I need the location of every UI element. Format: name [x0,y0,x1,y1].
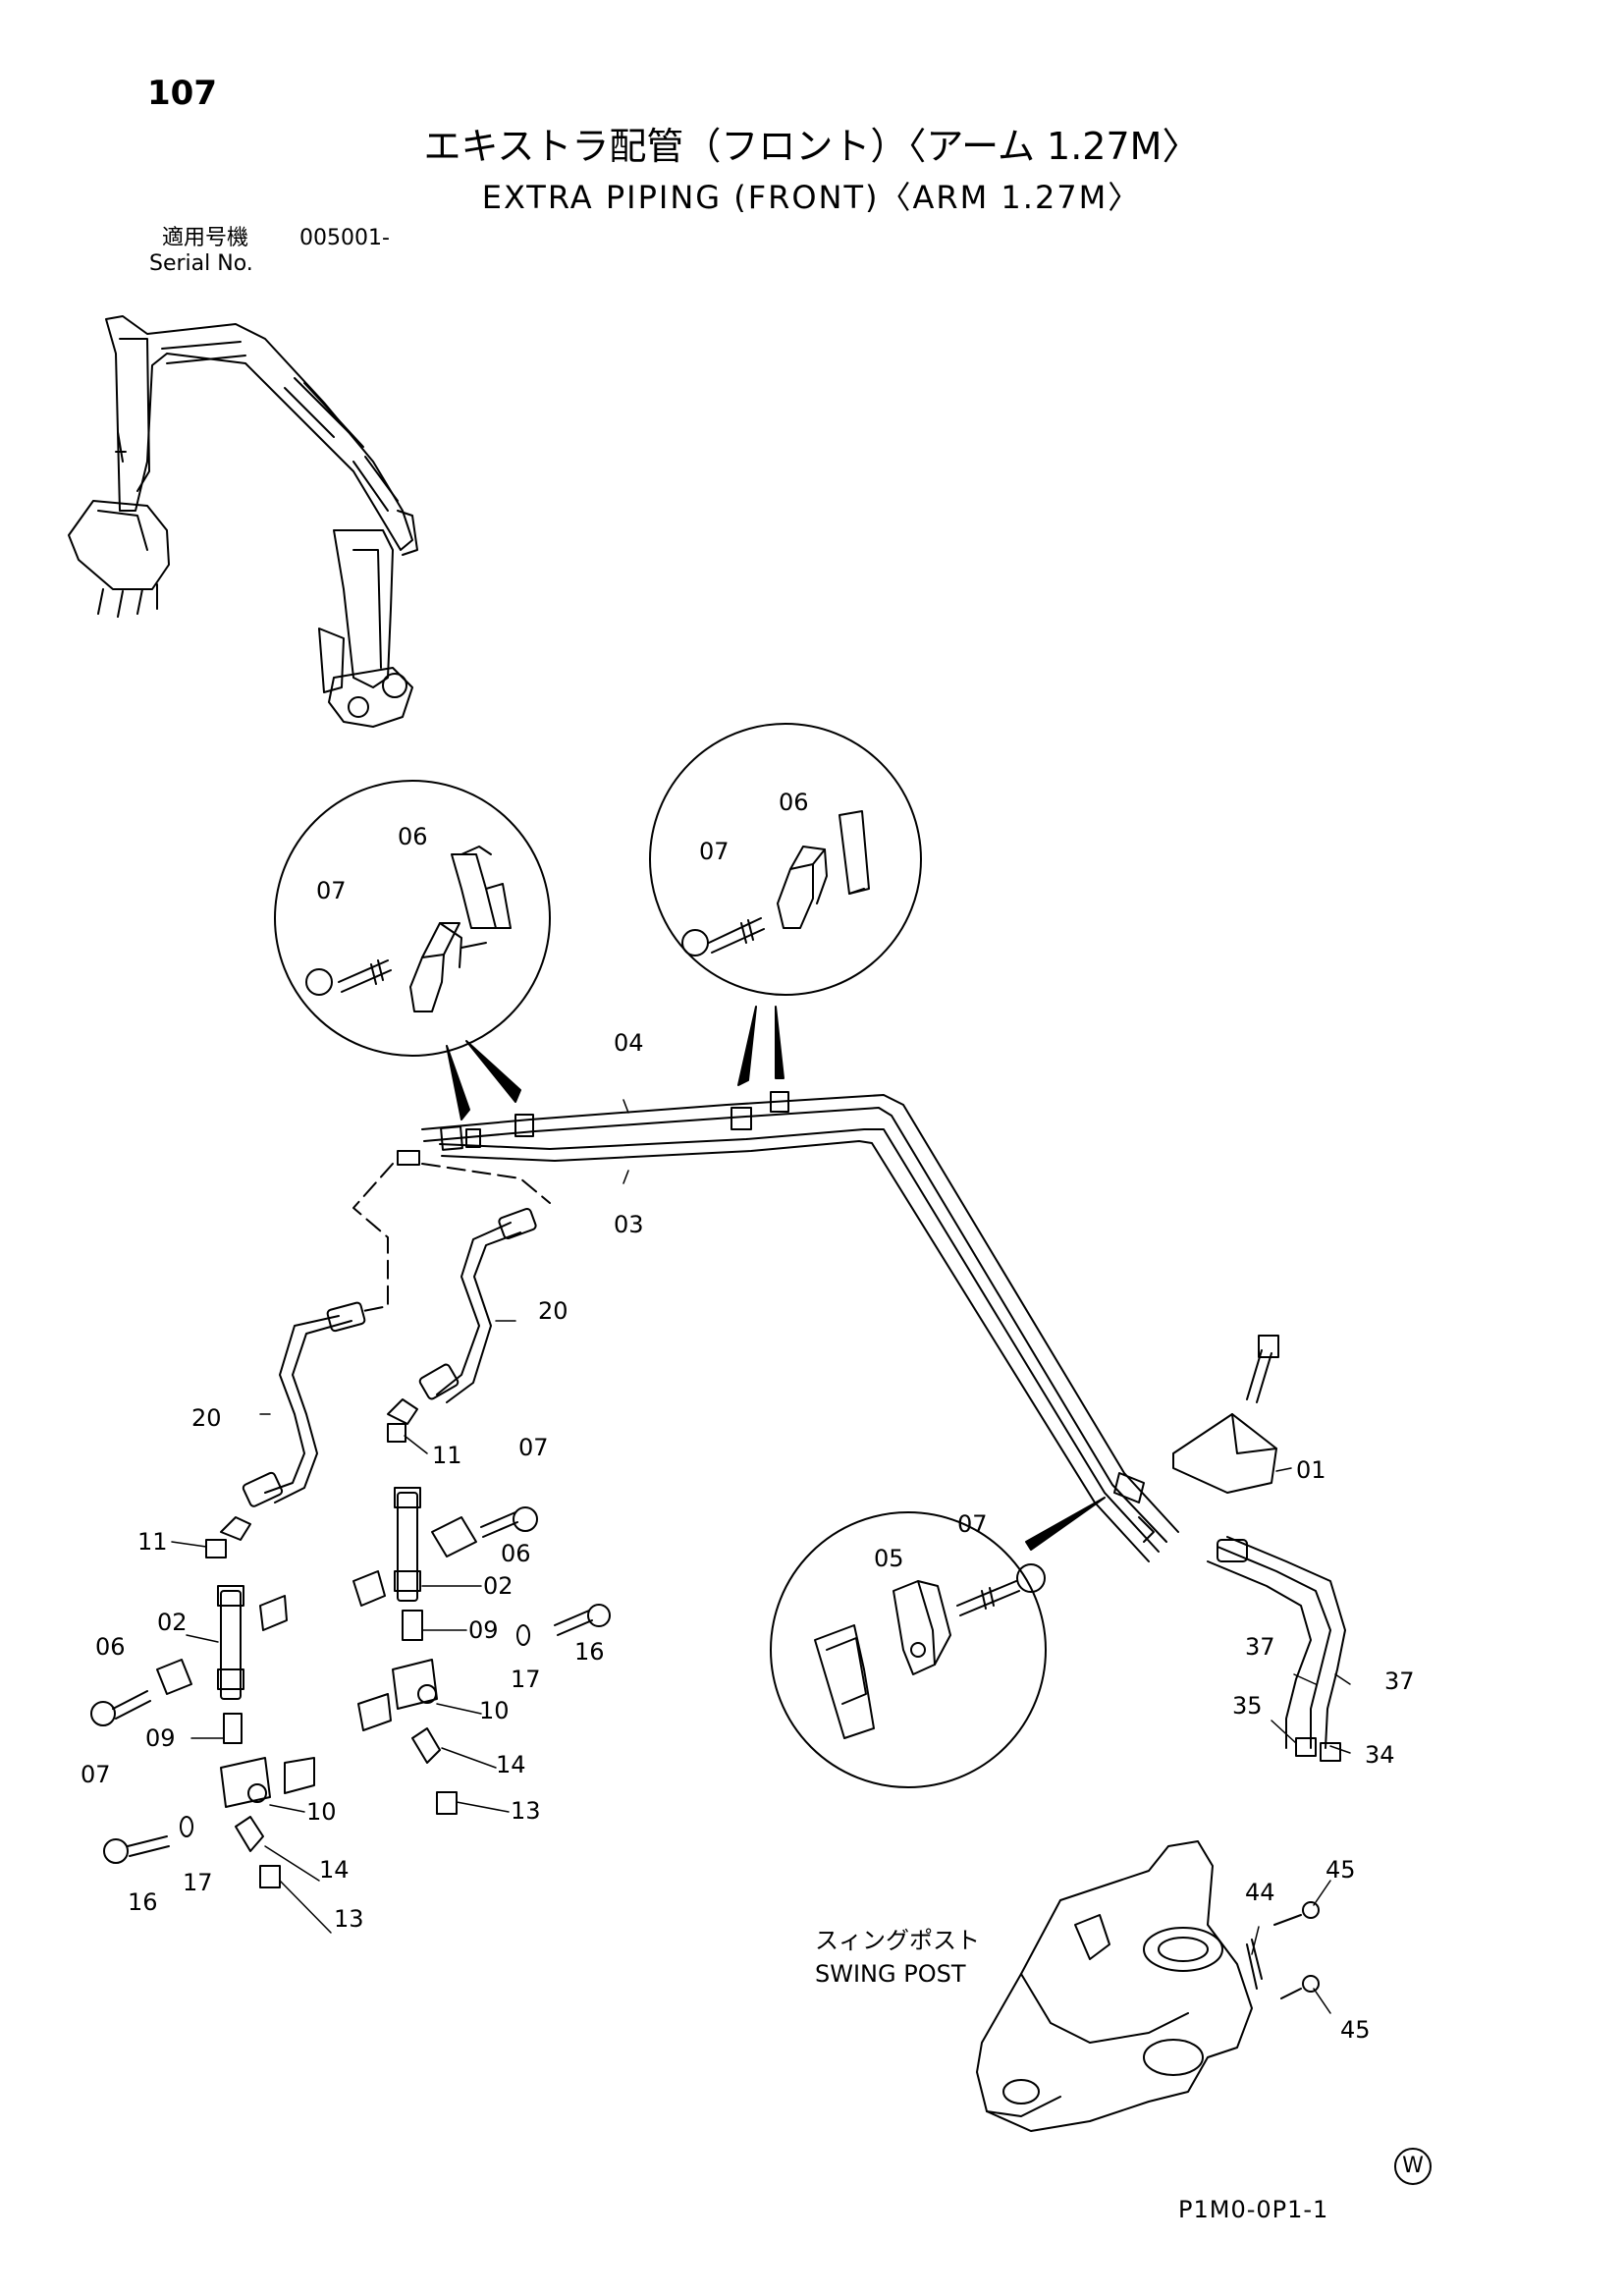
extra-piping-lines [397,1091,1179,1562]
hose-20-right [387,1207,537,1443]
callout-07-left: 07 [81,1761,111,1788]
page-title-english: EXTRA PIPING (FRONT)〈ARM 1.27M〉 [481,179,1142,216]
swing-post-label-japanese: スィングポスト [815,1927,980,1954]
hose-20-left [205,1301,366,1558]
w-mark-badge: W [1394,2148,1432,2185]
callout-35: 35 [1232,1692,1263,1720]
detail-circle-clamp-right [649,723,922,996]
callout-17-left: 17 [183,1869,213,1896]
callout-11-left: 11 [137,1528,168,1556]
callout-09-left: 09 [145,1724,176,1752]
detail-circle-clamp-bottom [770,1511,1047,1788]
callout-37-left: 37 [1245,1633,1275,1661]
callout-11-right: 11 [432,1442,462,1469]
detail-pointers [446,1006,1106,1551]
callout-34: 34 [1365,1741,1395,1769]
callout-07-right: 07 [518,1434,549,1461]
callout-04: 04 [614,1029,644,1057]
callout-09-right: 09 [468,1616,499,1644]
serial-label-english: Serial No. [149,251,253,276]
callout-06-left: 06 [95,1633,126,1661]
fitting-assembly-right [352,1487,611,1815]
callout-37-right: 37 [1384,1667,1415,1695]
callout-14-right: 14 [496,1751,526,1778]
detail-circle-clamp-left [274,780,551,1057]
callout-13-left: 13 [334,1905,364,1933]
callout-07-circle-right: 07 [699,838,730,865]
callout-17-right: 17 [511,1666,541,1693]
callout-13-right: 13 [511,1797,541,1825]
callout-06-right: 06 [501,1540,531,1567]
callout-45-top: 45 [1325,1856,1356,1884]
fitting-assembly-left [90,1585,315,1888]
callout-05: 05 [874,1545,904,1572]
connection-dashed-lines [352,1163,551,1312]
swing-post-illustration [976,1840,1320,2132]
callout-06-circle-left: 06 [398,823,428,850]
callout-10-left: 10 [306,1798,337,1826]
callout-20-right: 20 [538,1297,568,1325]
serial-number-value: 005001- [299,226,390,250]
excavator-front-overview-illustration [68,315,418,728]
callout-leaders [171,1099,1351,2014]
callout-01: 01 [1296,1456,1326,1484]
hoses-37 [1207,1536,1346,1762]
callout-20-left: 20 [191,1404,222,1432]
callout-10-right: 10 [479,1697,510,1724]
page-number: 107 [147,74,217,113]
page-title-japanese: エキストラ配管（フロント）〈アーム 1.27M〉 [423,125,1200,168]
callout-03: 03 [614,1211,644,1238]
callout-14-left: 14 [319,1856,350,1884]
callout-16-left: 16 [128,1888,158,1916]
callout-02-right: 02 [483,1572,514,1600]
drawing-code: P1M0-0P1-1 [1178,2196,1329,2223]
callout-07-circle-left: 07 [316,877,347,904]
swing-post-label-english: SWING POST [815,1960,966,1988]
callout-07-circle-bottom: 07 [957,1510,988,1538]
callout-06-circle-right: 06 [779,789,809,816]
callout-labels: 01 02 02 03 04 05 06 06 06 06 07 07 07 0… [81,789,1415,2044]
callout-45-bottom: 45 [1340,2016,1371,2044]
serial-label-japanese: 適用号機 [162,226,249,250]
callout-44: 44 [1245,1879,1275,1906]
callout-02-left: 02 [157,1609,188,1636]
callout-16-right: 16 [574,1638,605,1666]
cover-01 [1172,1335,1279,1494]
